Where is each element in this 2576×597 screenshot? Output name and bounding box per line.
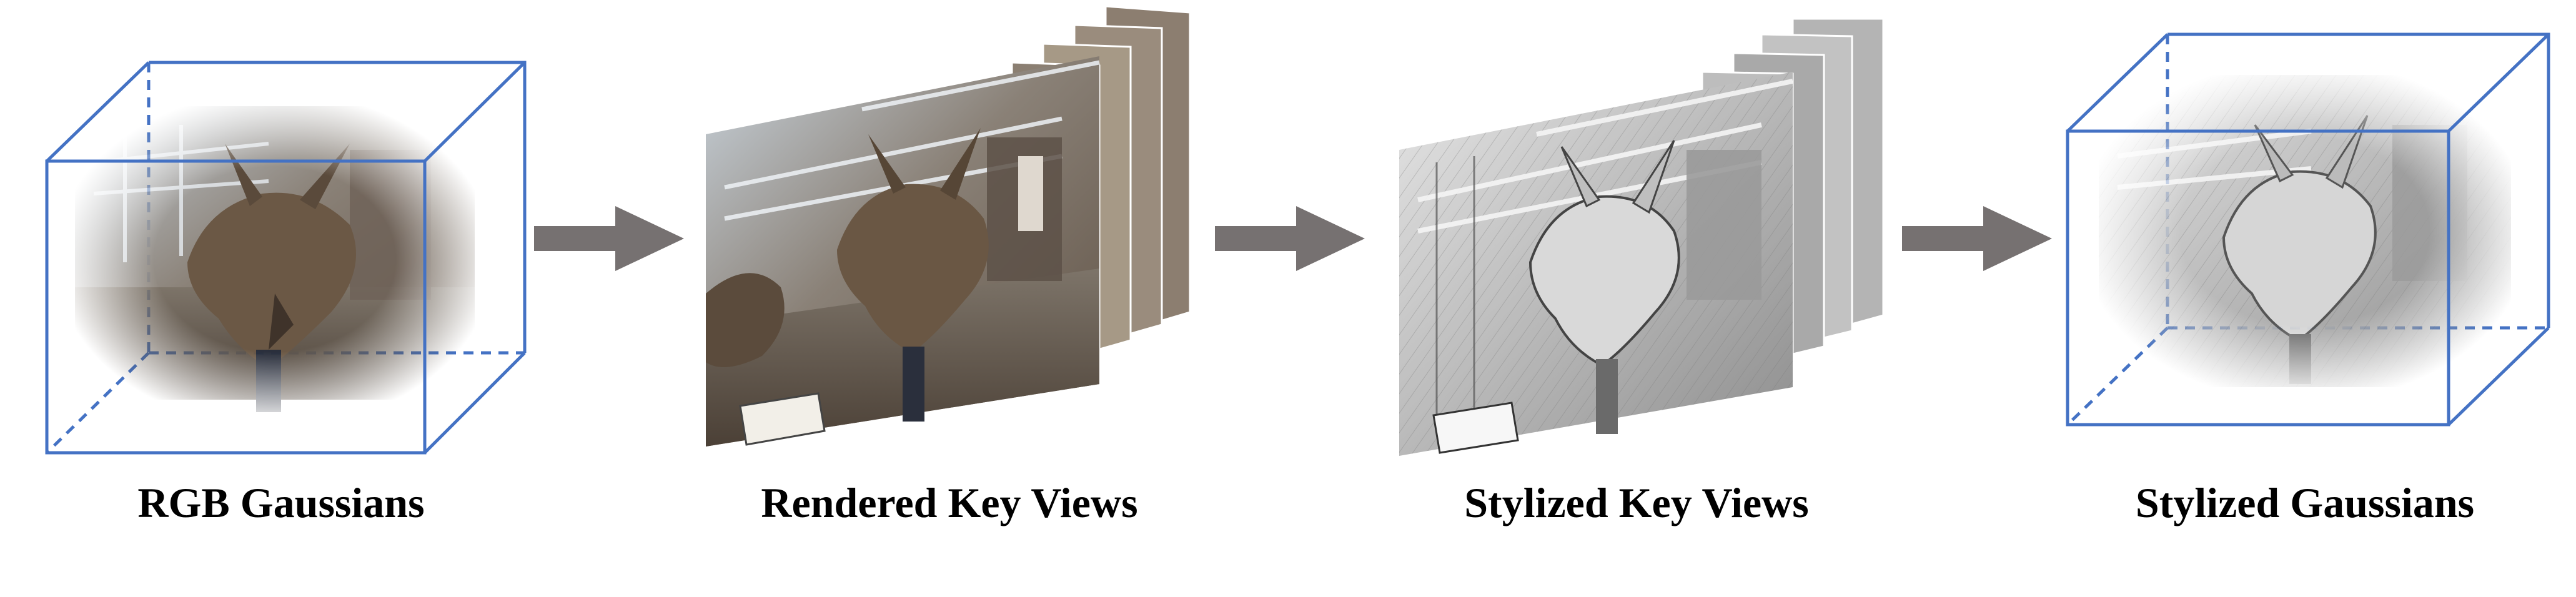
caption-rgb-gaussians: RGB Gaussians: [137, 479, 425, 526]
caption-rendered-key-views: Rendered Key Views: [761, 479, 1138, 526]
scene-sketch-cloud: [2099, 75, 2511, 387]
caption-stylized-key-views: Stylized Key Views: [1464, 479, 1809, 526]
caption-stylized-gaussians: Stylized Gaussians: [2135, 479, 2475, 526]
scene-color-cloud: [75, 106, 475, 412]
stylized-view-front: [1399, 72, 1793, 456]
arrow-right-icon: [1902, 206, 2052, 271]
cube-front-edges: [45, 61, 527, 455]
stylized-gaussians-panel: [2066, 32, 2550, 427]
cube-front-edges: [2066, 32, 2550, 427]
arrow-right-icon: [1215, 206, 1365, 271]
rendered-key-views-panel: [706, 5, 1191, 447]
arrow-right-icon: [534, 206, 684, 271]
rendered-view-front: [706, 56, 1100, 447]
stylized-key-views-panel: [1399, 17, 1885, 456]
rgb-gaussians-panel: [45, 61, 527, 455]
